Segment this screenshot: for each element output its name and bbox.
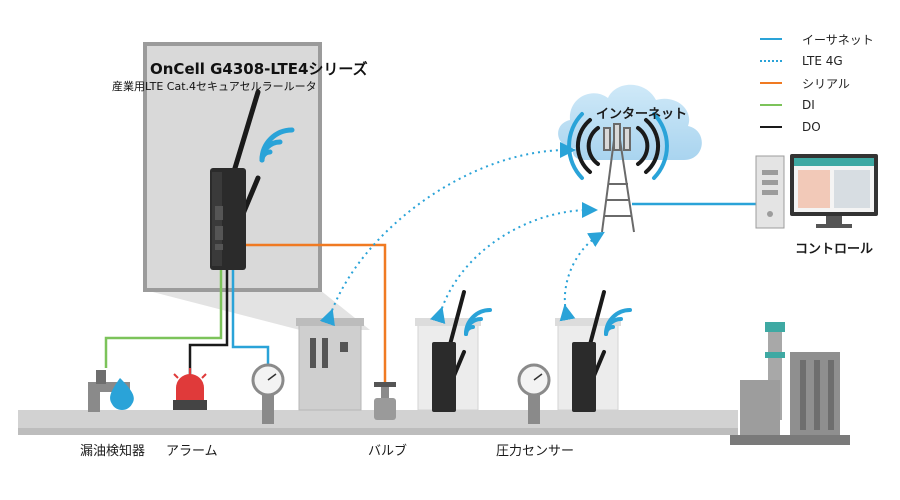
- legend-item-lte: LTE 4G: [760, 52, 843, 70]
- legend-item-ethernet: イーサネット: [760, 30, 874, 48]
- legend-label: LTE 4G: [802, 54, 843, 68]
- valve-label: バルブ: [368, 444, 408, 459]
- valve-icon: [374, 382, 396, 420]
- cell-tower-icon: [601, 123, 635, 233]
- leak-detector-icon: [88, 370, 134, 412]
- rtu-cabinet: [296, 318, 364, 411]
- legend-label: シリアル: [802, 76, 850, 91]
- lte-link-main: [319, 142, 576, 327]
- pressure-sensor-label: 圧力センサー: [496, 444, 575, 459]
- control-label: コントロール: [795, 242, 874, 257]
- product-subtitle: 産業用LTE Cat.4セキュアセルラールータ: [112, 80, 317, 93]
- legend-swatch: [760, 38, 782, 40]
- legend-label: DI: [802, 98, 815, 112]
- legend-swatch: [760, 60, 782, 62]
- refinery-icon: [730, 322, 850, 445]
- alarm-label: アラーム: [166, 444, 218, 459]
- pressure-gauge-1: [251, 363, 285, 424]
- legend-item-do: DO: [760, 118, 821, 136]
- tower-signal-icon: [575, 118, 661, 174]
- pipeline-shade: [18, 428, 738, 435]
- wireless-icon-3: [604, 308, 632, 336]
- legend-swatch: [760, 104, 782, 106]
- legend-label: イーサネット: [802, 32, 874, 47]
- wireless-icon-main: [259, 127, 295, 163]
- pressure-gauge-2: [517, 363, 551, 424]
- ethernet-line-sensor: [231, 268, 270, 365]
- control-pc-icon: [755, 154, 878, 229]
- legend-item-di: DI: [760, 96, 815, 114]
- di-line: [104, 268, 223, 368]
- leak-detector-label: 漏油検知器: [80, 444, 146, 459]
- legend-swatch: [760, 82, 782, 84]
- legend-item-serial: シリアル: [760, 74, 850, 92]
- do-line: [188, 268, 229, 380]
- product-title: OnCell G4308-LTE4シリーズ: [150, 60, 368, 78]
- router-main: [210, 89, 261, 270]
- legend-swatch: [760, 126, 782, 128]
- lte-link-3: [559, 231, 605, 322]
- alarm-icon: [173, 368, 207, 410]
- cloud-label: インターネット: [596, 107, 688, 122]
- lte-link-2: [429, 202, 598, 325]
- legend-label: DO: [802, 120, 821, 134]
